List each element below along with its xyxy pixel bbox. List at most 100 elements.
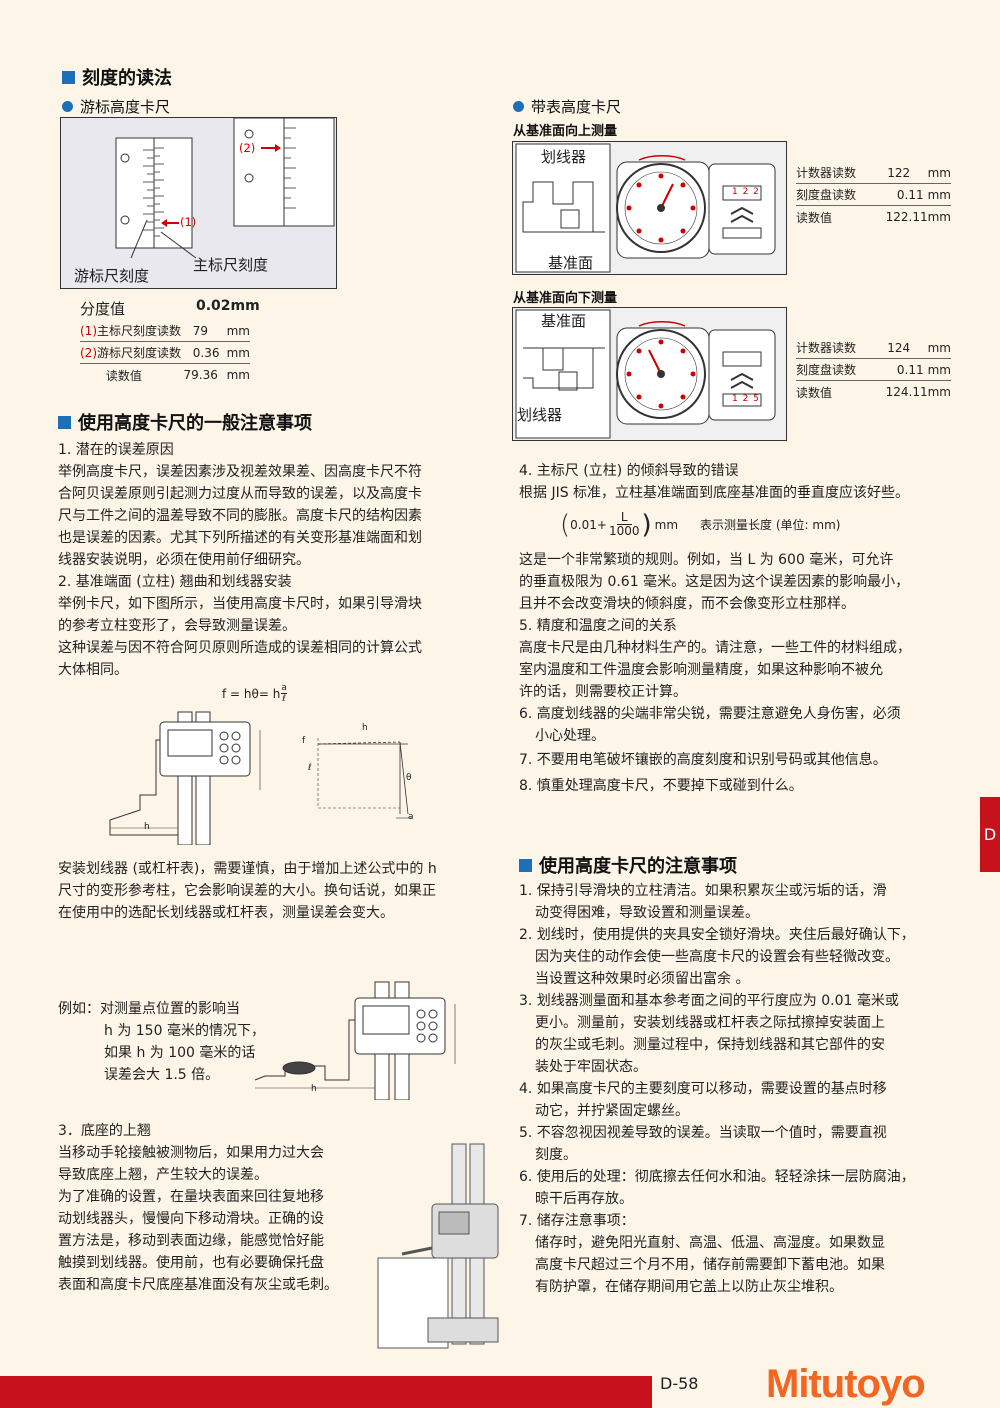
text-line: 动划线器头，慢慢向下移动滑块。正确的设 — [58, 1211, 324, 1227]
base-lift-text-block: 3．底座的上翘 当移动手轮接触被测物后，如果用力过大会 导致底座上翘，产生较大的… — [58, 1120, 388, 1296]
list-item: 的灰尘或毛刺。测量过程中，保持划线器和其它部件的安 — [535, 1037, 885, 1053]
row-label: 读数值 — [105, 368, 142, 383]
formula-text: f = hθ= h — [222, 686, 281, 701]
list-item: 7. 储存注意事项： — [519, 1213, 635, 1229]
downward-measure-title: 从基准面向下测量 — [513, 291, 618, 306]
text-line: 为了准确的设置，在量块表面来回往复地移 — [58, 1189, 324, 1205]
formula-unit: mm — [654, 517, 679, 532]
row-mark: (1) — [80, 323, 97, 338]
row-value: 79.36 — [183, 368, 218, 382]
section-heading-use: 使用高度卡尺的注意事项 — [519, 852, 737, 878]
text-line: 室内温度和工件温度会影响测量精度，如果这种影响不被允 — [519, 662, 883, 678]
text-line: 3．底座的上翘 — [58, 1123, 151, 1139]
text-line: 当移动手轮接触被测物后，如果用力过大会 — [58, 1145, 324, 1161]
vernier-scale-label: 游标尺刻度 — [74, 267, 150, 285]
mitutoyo-logo: Mitutoyo — [766, 1362, 926, 1406]
text-line: 尺与工件之间的温差导致不同的膨胀。高度卡尺的结构因素 — [58, 508, 422, 524]
row-value: 124.11 — [885, 385, 928, 399]
list-item: 刻度。 — [535, 1147, 577, 1163]
text-line: 误差会大 1.5 倍。 — [104, 1067, 220, 1083]
deflection-a-label: a — [408, 812, 414, 822]
mark-1-label: (1) — [180, 215, 197, 229]
row-value: 79 — [192, 323, 209, 338]
chapter-tab-d[interactable]: D — [980, 797, 1000, 872]
scriber-text-block: 安装划线器 (或杠杆表)，需要谨慎，由于增加上述公式中的 h 尺寸的变形参考柱，… — [58, 858, 488, 924]
row-unit: mm — [927, 187, 951, 202]
text-line: 大体相同。 — [58, 662, 128, 678]
resolution-value: 0.02mm — [196, 298, 260, 314]
counter-display: 1 2 5 — [732, 394, 760, 404]
upward-dial-drawing — [515, 143, 776, 273]
list-item: 1. 保持引导滑块的立柱清洁。如果积累灰尘或污垢的话，滑 — [519, 883, 887, 899]
dot-bullet-icon — [62, 101, 73, 112]
upward-measure-title: 从基准面向上测量 — [513, 124, 618, 139]
deflection-f-label: f — [302, 736, 306, 746]
deflection-h-label: h — [362, 723, 368, 733]
height-gage-diagram: h — [100, 700, 270, 846]
list-item: 4. 如果高度卡尺的主要刻度可以移动，需要设置的基点时移 — [519, 1081, 887, 1097]
dot-bullet-icon — [513, 101, 524, 112]
row-label: 刻度盘读数 — [796, 363, 857, 377]
list-item: 6. 使用后的处理：彻底擦去任何水和油。轻轻涂抹一层防腐油， — [519, 1169, 915, 1185]
vernier-scale-figure: (1) (2) 游标尺刻度 主标尺刻度 — [60, 117, 337, 289]
height-gage-illustration — [372, 1138, 517, 1353]
text-line: 合阿贝误差原则引起测力过度从而导致的误差，以及高度卡 — [58, 486, 422, 502]
square-bullet-icon — [519, 858, 532, 872]
text-line: 的参考立柱变形了，会导致测量误差。 — [58, 618, 296, 634]
row-label: 游标尺刻度读数 — [97, 346, 182, 360]
row-value: 124 — [887, 340, 911, 355]
text-line: 小心处理。 — [535, 728, 605, 744]
section-heading-reading: 刻度的读法 — [62, 64, 172, 90]
row-unit: mm — [927, 362, 951, 377]
text-line: 置方法是，移动到表面边缘，能感觉恰好能 — [58, 1233, 324, 1249]
accuracy-text-block: 这是一个非常繁琐的规则。例如，当 L 为 600 毫米，可允许 的垂直极限为 0… — [519, 549, 949, 797]
vernier-scale-drawing — [115, 117, 335, 259]
list-item: 装处于牢固状态。 — [535, 1059, 647, 1075]
row-value: 0.11 — [896, 362, 924, 377]
text-line: 高度卡尺是由几种材料生产的。请注意，一些工件的材料组成， — [519, 640, 911, 656]
row-unit: mm — [226, 368, 250, 382]
lever-indicator-drawing — [254, 981, 456, 1101]
text-line: 5. 精度和温度之间的关系 — [519, 618, 677, 634]
text-line: 导致底座上翘，产生较大的误差。 — [58, 1167, 268, 1183]
row-unit: mm — [927, 340, 951, 355]
row-unit: mm — [927, 210, 951, 224]
text-line: 如果 h 为 100 毫米的话 — [104, 1045, 256, 1061]
list-item: 因为夹住的动作会使一些高度卡尺的设置会有些轻微改变。 — [535, 949, 899, 965]
square-bullet-icon — [62, 70, 75, 84]
chapter-tab-label: D — [983, 825, 997, 844]
row-label: 刻度盘读数 — [796, 188, 857, 202]
list-item: 3. 划线器测量面和基本参考面之间的平行度应为 0.01 毫米或 — [519, 993, 899, 1009]
subheading-text: 带表高度卡尺 — [531, 98, 622, 116]
row-unit: mm — [226, 345, 250, 360]
text-line: 这是一个非常繁琐的规则。例如，当 L 为 600 毫米，可允许 — [519, 552, 894, 568]
row-value: 0.11 — [896, 187, 924, 202]
text-line: 2. 基准端面 (立柱) 翘曲和划线器安装 — [58, 574, 292, 590]
text-line: 8. 慎重处理高度卡尺，不要掉下或碰到什么。 — [519, 778, 803, 794]
main-scale-label: 主标尺刻度 — [193, 256, 269, 274]
section-heading-general: 使用高度卡尺的一般注意事项 — [58, 409, 312, 435]
row-label: 读数值 — [796, 385, 833, 400]
page-number: D-58 — [660, 1374, 699, 1393]
general-text-block: 1. 潜在的误差原因 举例高度卡尺，误差因素涉及视差效果差、因高度卡尺不符 合阿… — [58, 439, 488, 681]
text-line: h 为 150 毫米的情况下， — [104, 1023, 265, 1039]
list-item: 当设置这种效果时必须留出富余 。 — [535, 971, 750, 987]
formula-note: 表示测量长度 (单位: mm) — [700, 518, 841, 532]
deflection-l-label: ℓ — [308, 763, 312, 773]
text-line: 尺寸的变形参考柱，它会影响误差的大小。换句话说，如果正 — [58, 883, 436, 899]
formula-denominator: ℓ — [282, 694, 286, 704]
row-label: 主标尺刻度读数 — [97, 324, 182, 338]
diagram-h-label: h — [144, 822, 150, 832]
list-item: 动它，并拧紧固定螺丝。 — [535, 1103, 689, 1119]
row-mark: (2) — [80, 345, 97, 360]
text-line: 4. 主标尺 (立柱) 的倾斜导致的错误 — [519, 463, 739, 479]
heading-text: 使用高度卡尺的一般注意事项 — [78, 413, 312, 434]
lever-h-label: h — [311, 1084, 317, 1094]
scriber-label: 划线器 — [541, 148, 587, 166]
